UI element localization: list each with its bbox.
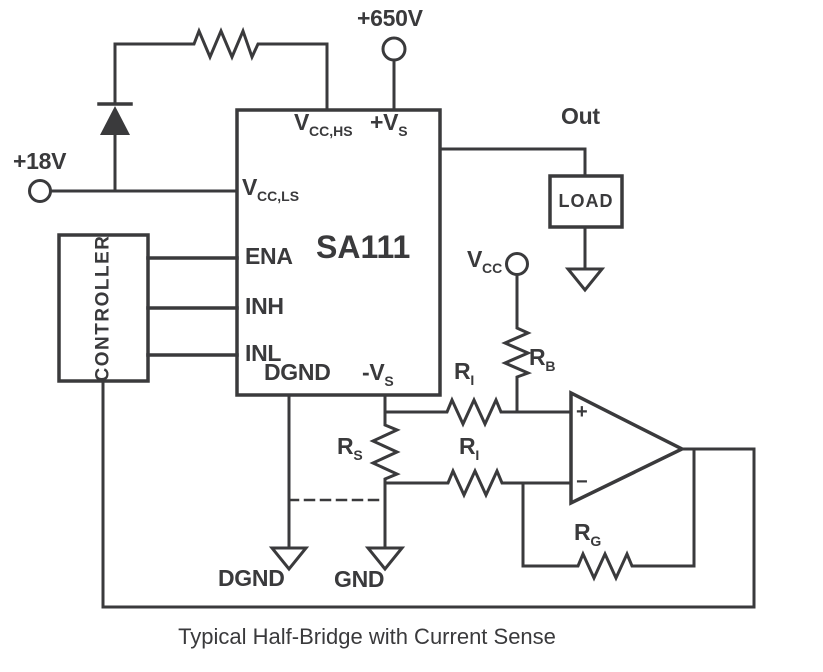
resistor-label-rb: RB: [529, 344, 556, 374]
opamp-plus-input-label: +: [576, 401, 588, 423]
resistor-ri-top: [383, 396, 573, 428]
load-label: LOAD: [558, 191, 614, 211]
pin-label-ena: ENA: [245, 243, 293, 269]
gnd-label: GND: [334, 566, 385, 592]
load-ground-icon: [564, 225, 606, 293]
bootstrap-diode-icon: [97, 42, 133, 193]
ic-body: [235, 108, 442, 397]
pin-label-dgnd: DGND: [264, 359, 331, 385]
controller-label: CONTROLLER: [92, 234, 114, 382]
out-wire: [438, 147, 587, 178]
resistor-label-rg: RG: [574, 519, 602, 549]
pin-label-vspos: +VS: [370, 109, 408, 139]
resistor-ri-bottom: [383, 467, 573, 499]
sense-resistor-rs: [364, 393, 406, 572]
ls-supply-label: +18V: [13, 148, 67, 174]
dgnd-ground-icon: [268, 393, 310, 572]
resistor-label-ri-bottom: RI: [459, 433, 480, 463]
vcc-terminal-label: VCC: [467, 246, 503, 276]
pin-label-vsneg: -VS: [362, 359, 394, 389]
diagram-caption: Typical Half-Bridge with Current Sense: [178, 624, 556, 649]
pin-label-vcchs: VCC,HS: [294, 109, 353, 139]
pin-label-inh: INH: [245, 293, 284, 319]
feedback-loop-wire: [101, 379, 756, 609]
resistor-label-rs: RS: [337, 433, 363, 463]
terminal-18v: [28, 179, 239, 203]
load-body: [548, 174, 624, 229]
dgnd-label: DGND: [218, 565, 285, 591]
opamp-minus-input-label: −: [576, 471, 588, 493]
pin-label-inl: INL: [245, 340, 282, 366]
bootstrap-resistor: [113, 26, 329, 112]
terminal-vcc: [501, 252, 533, 414]
pin-label-vccls: VCC,LS: [242, 174, 300, 204]
terminal-650v: [381, 36, 407, 112]
opamp-icon: [569, 390, 686, 506]
resistor-rg: [521, 447, 696, 582]
ic-name: SA111: [316, 229, 411, 265]
out-label: Out: [561, 103, 600, 129]
hv-supply-label: +650V: [357, 5, 423, 31]
resistor-label-ri-top: RI: [454, 358, 475, 388]
